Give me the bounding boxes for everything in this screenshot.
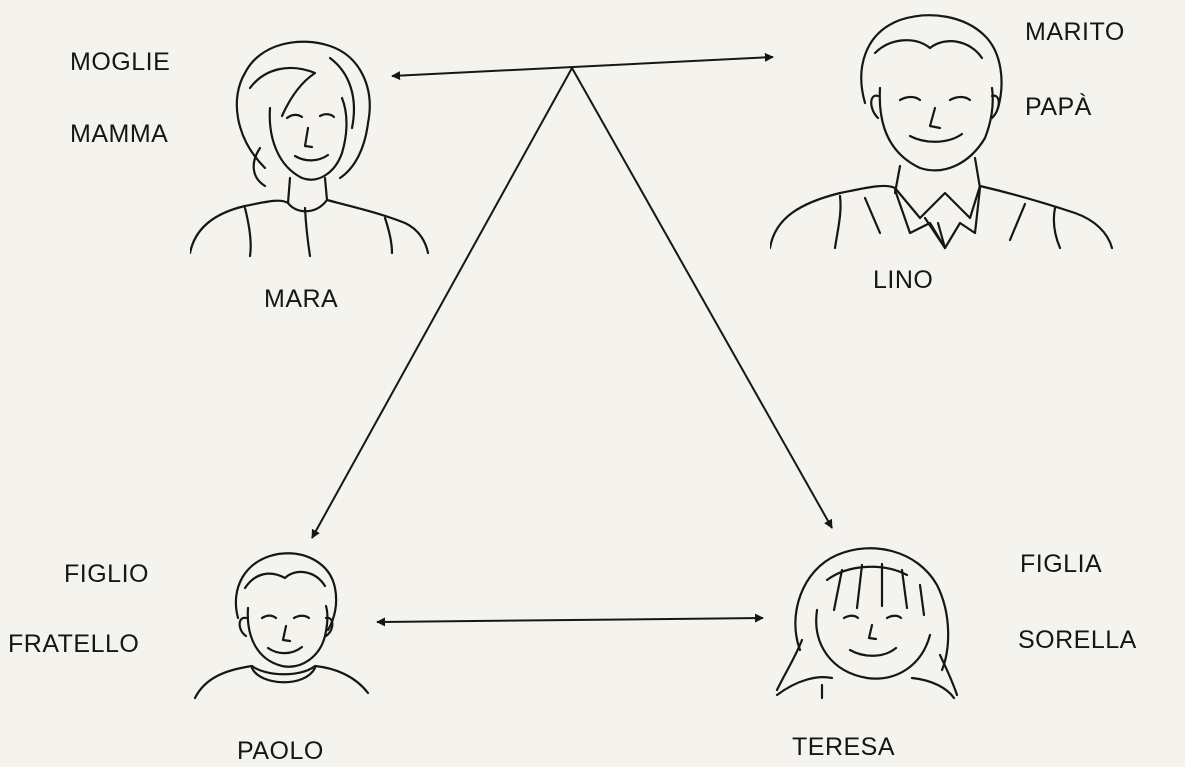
spouse-arrow	[391, 52, 774, 81]
paolo-role-son: FIGLIO	[64, 560, 149, 588]
paolo-portrait	[190, 548, 370, 703]
teresa-portrait	[772, 540, 962, 700]
lino-role-husband: MARITO	[1025, 18, 1125, 46]
siblings-arrow	[376, 613, 764, 627]
lino-portrait	[770, 8, 1115, 253]
mara-name: MARA	[264, 285, 339, 313]
mara-role-wife: MOGLIE	[70, 48, 171, 76]
lino-name: LINO	[873, 266, 934, 294]
teresa-role-daughter: FIGLIA	[1020, 550, 1103, 578]
parents-to-paolo-arrow	[311, 67, 573, 539]
parents-to-teresa-arrow	[571, 67, 833, 529]
paolo-role-brother: FRATELLO	[8, 630, 140, 658]
teresa-role-sister: SORELLA	[1018, 626, 1137, 654]
teresa-name: TERESA	[792, 733, 896, 761]
paolo-name: PAOLO	[237, 737, 324, 765]
mara-portrait	[190, 28, 430, 263]
mara-role-mother: MAMMA	[70, 120, 169, 148]
lino-role-father: PAPÀ	[1025, 93, 1092, 121]
